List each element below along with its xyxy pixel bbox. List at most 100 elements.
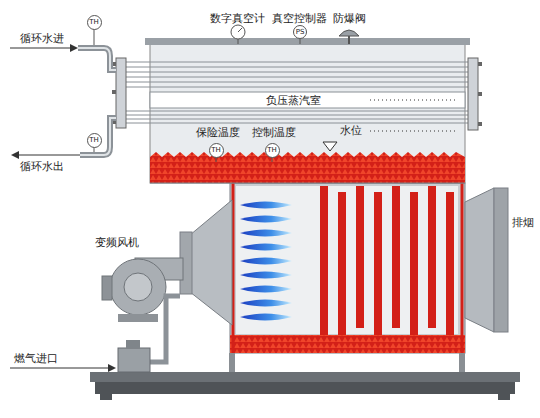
base-frame	[100, 394, 112, 400]
instrument-tag: TH	[211, 146, 221, 154]
base-frame	[498, 394, 510, 400]
furnace-body	[229, 183, 465, 372]
vacuum-gauge	[238, 28, 242, 32]
sensor-stem	[216, 157, 217, 162]
burner-flame	[240, 286, 292, 293]
part-label: 负压蒸汽室	[264, 94, 323, 107]
heat-exchanger-tube	[126, 72, 468, 73]
part-label: 水位	[340, 124, 362, 137]
burner-flame	[240, 258, 292, 265]
boiler-shell	[145, 38, 470, 45]
burner-flame	[240, 216, 292, 223]
part-label: 保险温度	[196, 126, 240, 139]
furnace-body	[236, 186, 458, 334]
temperature-gauge: TH	[265, 143, 280, 158]
temperature-gauge: TH	[87, 15, 102, 30]
water-tube	[392, 186, 400, 328]
burner-flame	[240, 244, 292, 251]
heat-exchanger-tube	[112, 58, 482, 130]
water-level-symbol	[323, 142, 337, 151]
vacuum-gauge	[238, 39, 239, 44]
flow-arrow	[70, 44, 78, 52]
furnace-body	[459, 353, 465, 372]
burner-flame	[240, 314, 292, 321]
water-pipe	[78, 48, 116, 70]
blower-fan	[110, 259, 166, 315]
exhaust-hood	[465, 188, 494, 332]
level-dotted-line	[370, 100, 455, 101]
furnace-body	[229, 353, 235, 372]
flow-arrow	[11, 151, 19, 159]
level-dotted-line	[370, 100, 455, 131]
heat-exchanger-tube	[126, 111, 468, 112]
heat-exchanger-tube	[478, 92, 482, 96]
heat-exchanger-tube	[126, 119, 468, 120]
exhaust-hood	[465, 188, 508, 332]
burner-flame	[240, 272, 292, 279]
water-tube	[338, 192, 346, 335]
instrument-tag: PS	[296, 28, 305, 36]
burner-head	[180, 200, 232, 325]
heat-exchanger-tube	[478, 122, 482, 126]
part-label: 循环水进	[20, 32, 64, 45]
flow-arrow	[10, 48, 72, 49]
burner-flame	[240, 230, 292, 237]
blower-fan	[124, 273, 152, 301]
explosion-valve	[348, 36, 350, 44]
part-label: 循环水出	[20, 160, 64, 173]
temperature-gauge: TH	[209, 143, 224, 158]
heat-exchanger-tube	[150, 92, 465, 108]
heat-exchanger-tube	[126, 62, 468, 63]
pressure-switch: PS	[293, 25, 307, 39]
controller-stem	[300, 39, 301, 44]
level-dotted-line	[370, 131, 455, 132]
furnace-body	[461, 183, 464, 353]
burner-flame	[240, 202, 292, 209]
heat-exchanger-tube	[126, 123, 468, 124]
water-pipe	[80, 118, 116, 155]
blower-fan	[118, 314, 158, 322]
heat-exchanger-tube	[126, 115, 468, 116]
water-tube	[356, 186, 364, 328]
gas-pipe	[118, 348, 150, 372]
gas-pipe	[10, 368, 112, 369]
part-label: 变频风机	[95, 236, 139, 249]
part-label: 防爆阀	[333, 12, 366, 25]
heat-exchanger-tube	[116, 58, 126, 128]
gas-pipe	[126, 340, 140, 348]
instrument-tag: TH	[89, 18, 99, 26]
explosion-valve	[339, 30, 359, 44]
instrument-tag: TH	[267, 146, 277, 154]
sensor-stem	[94, 29, 95, 46]
water-tube	[410, 192, 418, 335]
part-label: 排烟	[512, 216, 534, 229]
vacuum-gauge	[231, 25, 245, 44]
burner-flame	[240, 202, 292, 321]
exhaust-hood	[494, 188, 508, 332]
blower-fan	[102, 258, 183, 322]
furnace-body	[230, 335, 465, 353]
explosion-valve	[339, 30, 359, 36]
heat-exchanger-tube	[468, 58, 478, 130]
boiler-shell	[150, 152, 465, 183]
heat-exchanger-tube	[126, 87, 468, 88]
gas-pipe	[108, 364, 116, 372]
flow-arrow	[10, 44, 80, 159]
part-label: 数字真空计	[210, 12, 265, 25]
vacuum-gauge	[231, 25, 245, 39]
heat-exchanger-tube	[478, 62, 482, 66]
heat-exchanger-tube	[112, 90, 116, 94]
base-frame	[95, 382, 515, 394]
furnace-body	[230, 183, 465, 353]
heat-exchanger-tube	[126, 77, 468, 78]
base-frame	[90, 372, 520, 382]
sensor-stem	[272, 157, 273, 162]
water-pipe	[78, 48, 116, 70]
boiler-shell	[150, 183, 465, 184]
base-frame	[90, 372, 520, 400]
sensor-stem	[94, 29, 272, 162]
water-tube	[374, 192, 382, 335]
